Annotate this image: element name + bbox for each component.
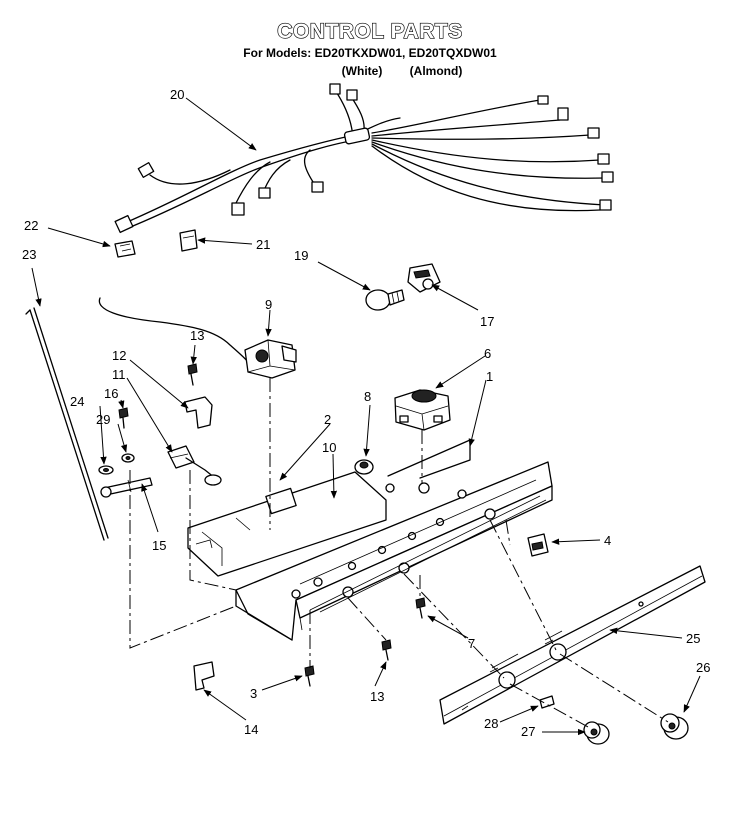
callout-3: 3: [250, 686, 257, 701]
diagram-title: CONTROL PARTS: [277, 20, 462, 43]
part-screw-3: [304, 665, 315, 687]
callout-21: 21: [256, 237, 270, 252]
callout-26: 26: [696, 660, 710, 675]
part-washer-29: [121, 453, 135, 463]
part-bracket-12: [184, 396, 213, 429]
callout-6: 6: [484, 346, 491, 361]
part-light-bulb: [365, 289, 405, 311]
part-defrost-timer: [394, 389, 451, 431]
callout-13-lower: 13: [370, 689, 384, 704]
part-clip-14: [193, 661, 215, 691]
part-thermostat: [167, 445, 222, 486]
part-control-panel: [439, 565, 706, 725]
callout-17: 17: [480, 314, 494, 329]
part-washer-24: [98, 465, 114, 475]
part-clip-4: [527, 533, 549, 557]
callout-4: 4: [604, 533, 611, 548]
callout-15: 15: [152, 538, 166, 553]
part-cold-control: [98, 297, 297, 379]
part-knob-27: [583, 721, 610, 745]
callout-16: 16: [104, 386, 118, 401]
part-screw-16: [118, 407, 129, 429]
callout-28: 28: [484, 716, 498, 731]
part-clip-28: [539, 695, 555, 709]
callout-25: 25: [686, 631, 700, 646]
callout-13-upper: 13: [190, 328, 204, 343]
callout-14: 14: [244, 722, 258, 737]
part-knob-small: [354, 459, 374, 475]
callout-24: 24: [70, 394, 84, 409]
assembly-lines: [129, 378, 669, 729]
callout-12: 12: [112, 348, 126, 363]
callout-22: 22: [24, 218, 38, 233]
color-almond: (Almond): [410, 64, 463, 78]
part-screw-13-upper: [187, 363, 198, 386]
leader-lines: [31, 97, 701, 736]
color-white: (White): [342, 64, 383, 78]
part-screw-13-lower: [381, 639, 392, 661]
callout-11: 11: [112, 367, 126, 382]
part-control-rod: [25, 307, 109, 541]
part-wiring-harness: [114, 83, 614, 234]
part-screw-7: [415, 597, 426, 619]
models-line: For Models: ED20TKXDW01, ED20TQXDW01: [243, 46, 497, 60]
part-linkage-bar: [100, 477, 153, 498]
part-knob-26: [660, 713, 689, 740]
callout-29: 29: [96, 412, 110, 427]
callout-9: 9: [265, 297, 272, 312]
callout-23: 23: [22, 247, 36, 262]
callout-10: 10: [322, 440, 336, 455]
part-control-housing: [235, 439, 553, 641]
callout-2: 2: [324, 412, 331, 427]
callout-labels: 20 22 21 23 19 17 9 13 12 11 6 1 8 16 24…: [22, 87, 710, 739]
part-wire-clip: [179, 229, 198, 252]
part-light-socket: [407, 263, 441, 293]
callout-19: 19: [294, 248, 308, 263]
callout-7: 7: [468, 636, 475, 651]
callout-1: 1: [486, 369, 493, 384]
callout-8: 8: [364, 389, 371, 404]
callout-20: 20: [170, 87, 184, 102]
callout-27: 27: [521, 724, 535, 739]
part-harness-clip: [114, 240, 136, 258]
